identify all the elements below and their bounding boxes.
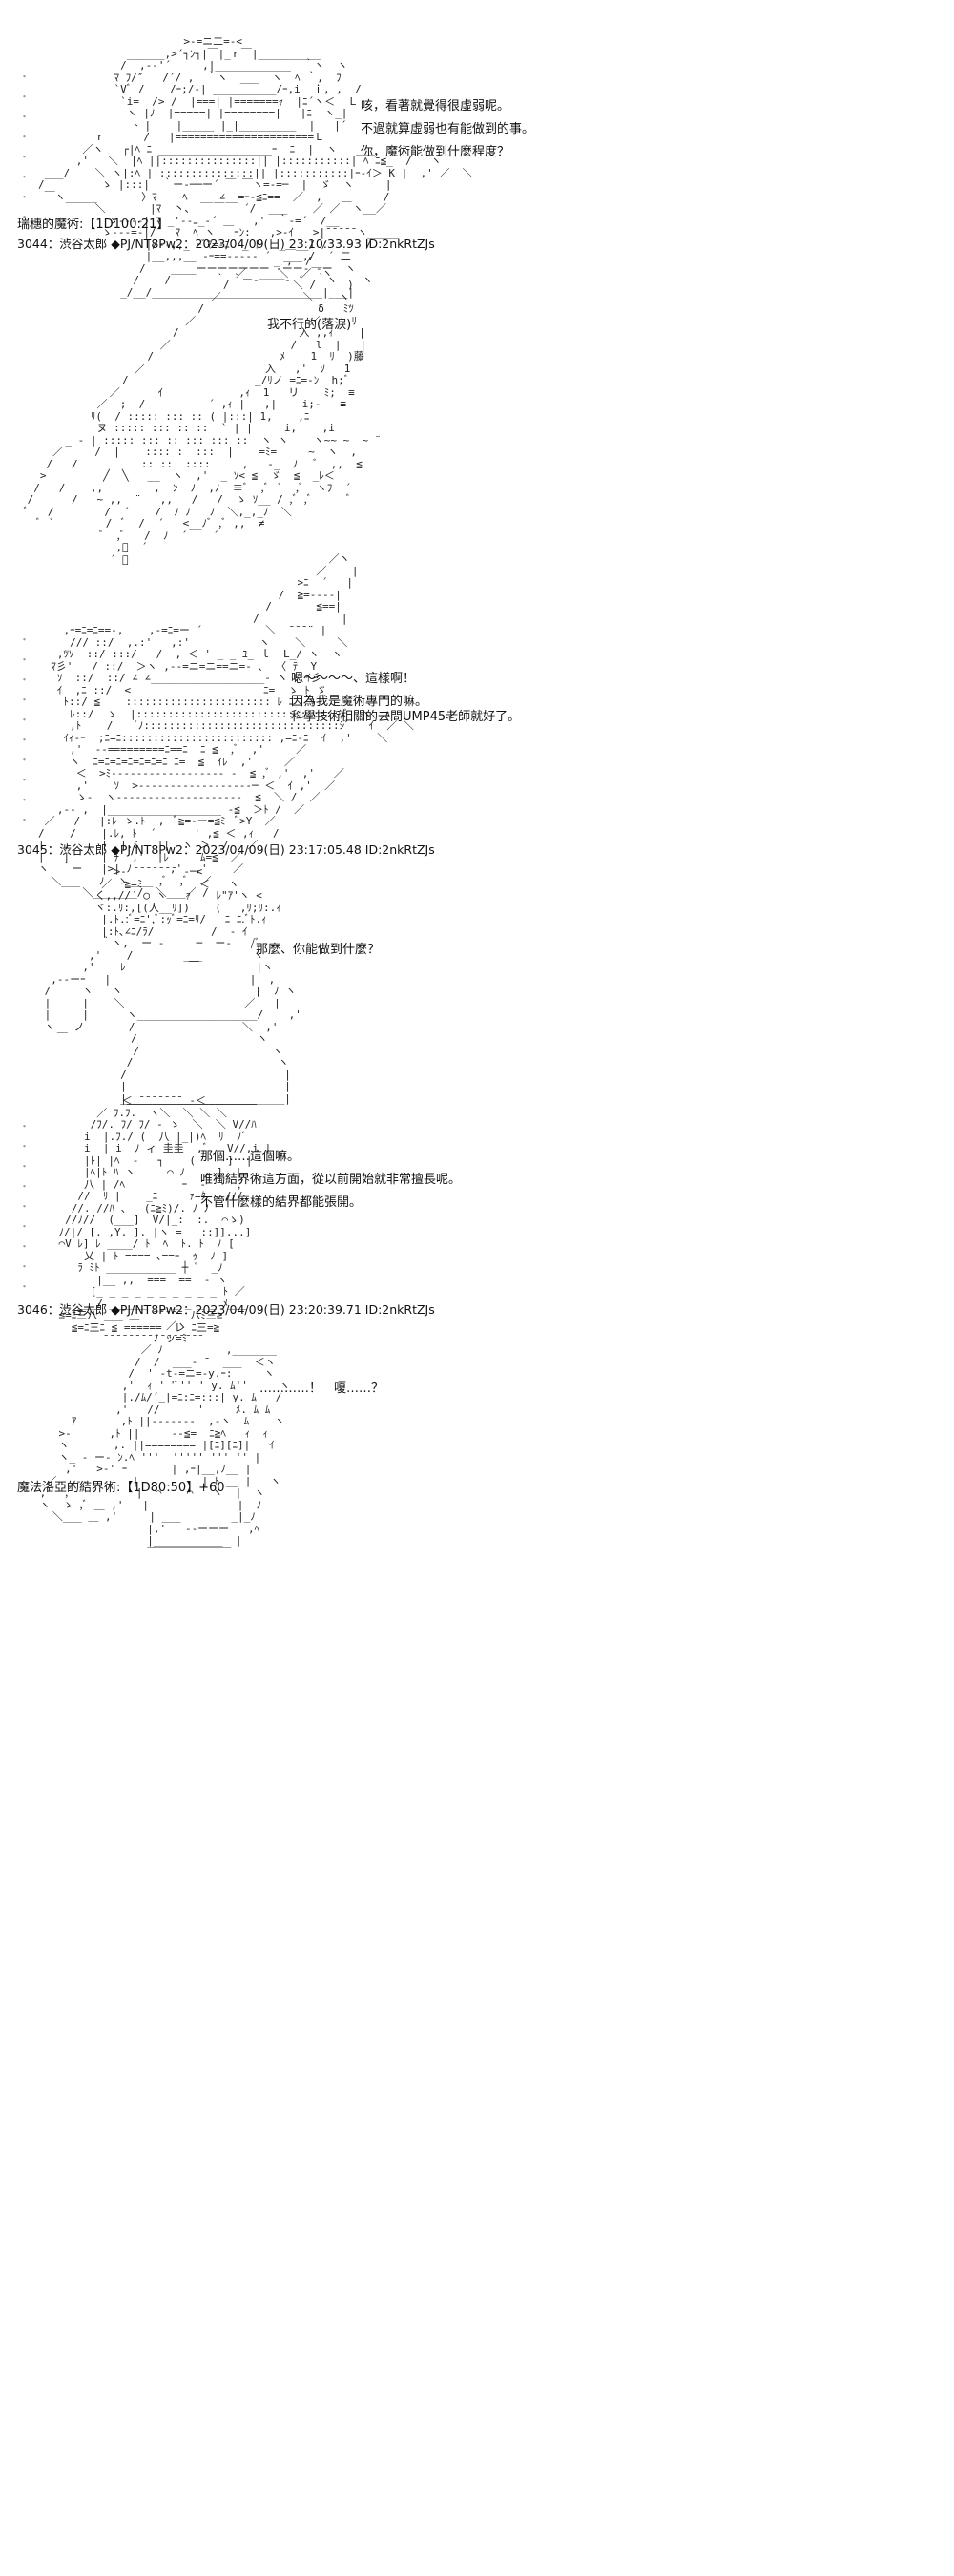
- margin-dots: ・ ・ ・ ・ ・ ・ ・ ・: [19, 71, 30, 223]
- dialogue-line: 因為我是魔術專門的嘛。: [291, 695, 428, 709]
- post-header: 3044：渋谷太郎 ◆PJ/NT8Pw2：2023/04/09(日) 23:10…: [17, 237, 435, 251]
- margin-dots: ・ ・ ・ ・ ・ ・ ・ ・ ・ ・: [19, 634, 30, 826]
- dialogue-line: 不管什麼樣的結界都能張開。: [200, 1195, 363, 1210]
- dialogue-line: 不過就算虛弱也有能做到的事。: [361, 122, 535, 136]
- dice-roll-caption: 瑞穗的魔術:【1D100:21】: [17, 218, 170, 232]
- dialogue-line: 你，魔術能做到什麼程度？: [361, 145, 510, 159]
- post-header: 3046：渋谷太郎 ◆PJ/NT8Pw2：2023/04/09(日) 23:20…: [17, 1302, 435, 1317]
- dialogue-line: 那個……這個嘛。: [200, 1150, 301, 1164]
- ascii-art-roa-surprised: ／ヽ ﾉ ッ=ﾐ ／ ﾉ ,_______ / / ___‐ ̄ ___ ＜ヽ …: [39, 1319, 290, 1559]
- dialogue-line: 嗯～～～～、這樣啊！: [291, 672, 416, 686]
- ascii-art-mizuho: >-=ニ二=-< ______,>´┐ﾝ┐|￣|_ｒ￣|__________ /…: [38, 35, 473, 299]
- ascii-art-mizuho-bust: >‐ ¯¯¯¯¯¯¯ ‐─< ／ ≧=ﾐ ＜ ヽ く,,//´ ◯ ヽ ｧ ﾚ"…: [44, 865, 301, 1116]
- aa-page: ・ ・ ・ ・ ・ ・ ・ ・ >-=ニ二=-< ______,>´┐ﾝ┐|￣|…: [17, 35, 535, 1559]
- dialogue-line: 我不行的(落淚): [267, 318, 352, 332]
- ascii-art-witch: ／ヽ ／ | >ﾆ ´ | / ≧=‐---| / ≦=: [38, 552, 414, 899]
- margin-dots: ・ ・ ・ ・ ・ ・ ・ ・ ・: [19, 1120, 30, 1293]
- dialogue-line: 唯獨結界術這方面，從以前開始就非常擅長呢。: [200, 1173, 462, 1187]
- dice-roll-caption: 魔法洛亞的結界術:【1D80:50】+60: [17, 1481, 225, 1495]
- dialogue-line: 咳，看著就覺得很虛弱呢。: [361, 99, 510, 114]
- dialogue-line: 那麼、你能做到什麼？: [256, 943, 381, 957]
- post-header: 3045：渋谷太郎 ◆PJ/NT8Pw2：2023/04/09(日) 23:17…: [17, 842, 435, 857]
- ascii-art-roa: ＜ ¯¯¯¯¯¯¯ ‐＜ ／ ﾌ.ﾌ. ヽ＼ ＼ ＼ ＼ /ﾌ/. ﾌ/ ﾌ/ …: [58, 1094, 272, 1345]
- dialogue-line: …………！ 嗄……？: [259, 1381, 384, 1396]
- ascii-art-collapsed-girl: _ , / ／ ＼ ／￣ヽ / ＼ / ) ／ ＼ ヽ /: [21, 255, 382, 566]
- dialogue-line: 科學技術相關的去問UMP45老師就好了。: [291, 710, 521, 724]
